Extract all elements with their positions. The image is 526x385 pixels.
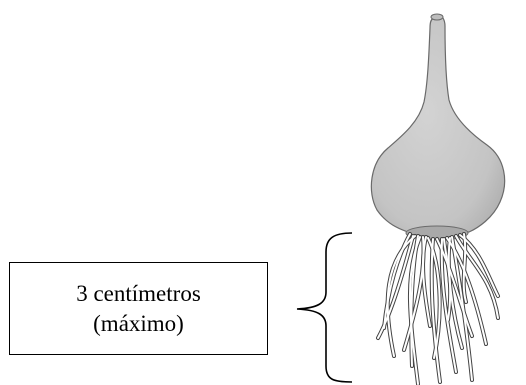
measure-label-box: 3 centímetros (máximo)	[9, 262, 268, 355]
measure-label-line1: 3 centímetros	[76, 279, 201, 309]
roots	[378, 234, 498, 384]
measure-label-line2: (máximo)	[93, 309, 184, 339]
bulb-tip	[431, 14, 443, 20]
bulb-body	[371, 15, 504, 232]
measure-brace	[297, 233, 352, 382]
